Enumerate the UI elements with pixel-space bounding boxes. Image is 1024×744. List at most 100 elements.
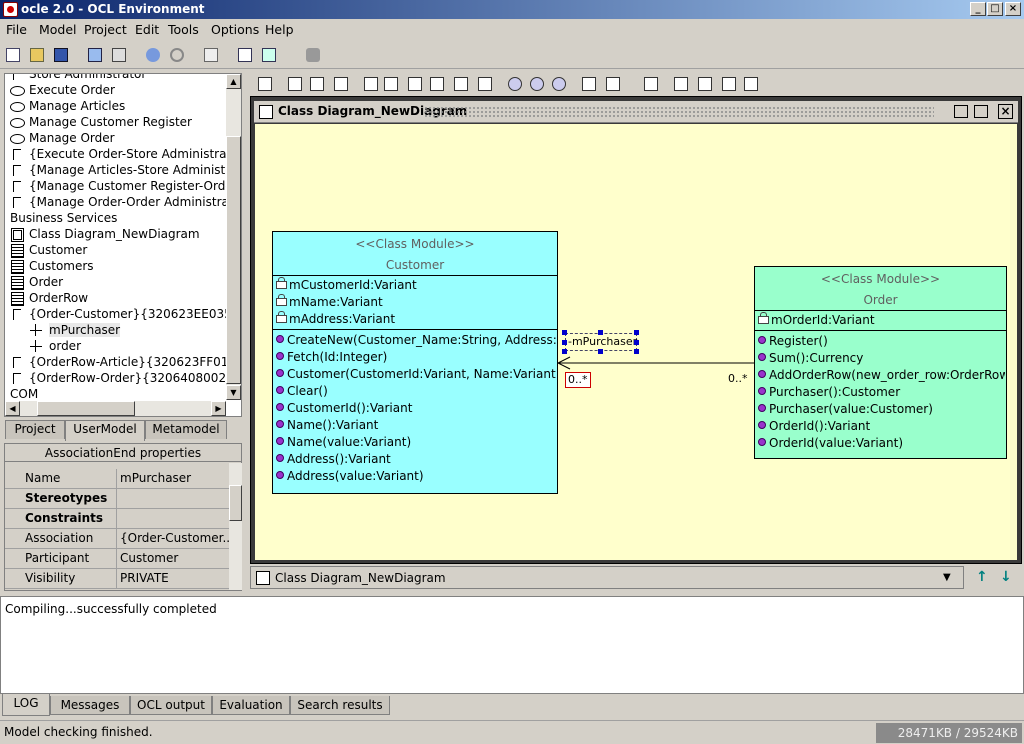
compile-button[interactable] [144, 46, 162, 64]
tree-item[interactable]: COM [10, 386, 38, 402]
selection-handle[interactable] [634, 340, 639, 345]
tree-item[interactable]: Business Services [10, 210, 117, 226]
new-project-button[interactable] [4, 46, 22, 64]
tab-evaluation[interactable]: Evaluation [212, 696, 290, 715]
class-operation[interactable]: Purchaser():Customer [758, 384, 1005, 401]
tab-messages[interactable]: Messages [50, 696, 130, 715]
tree-item[interactable]: {Manage Customer Register-Order... [10, 178, 241, 194]
class-operation[interactable]: Fetch(Id:Integer) [276, 349, 556, 366]
class-operation[interactable]: Name(value:Variant) [276, 434, 556, 451]
class-operation[interactable]: CreateNew(Customer_Name:String, Address:… [276, 332, 556, 349]
chevron-down-icon[interactable]: ▼ [943, 572, 951, 583]
property-row-constraints[interactable]: Constraints [5, 509, 229, 529]
tree-item[interactable]: Class Diagram_NewDiagram [10, 226, 200, 242]
properties-scrollbar[interactable] [229, 463, 242, 590]
order-class-box[interactable]: <<Class Module>> Order mOrderId:Variant … [754, 266, 1007, 459]
property-row-stereotypes[interactable]: Stereotypes [5, 489, 229, 509]
open-project-button[interactable] [28, 46, 46, 64]
close-model-button[interactable] [110, 46, 128, 64]
tree-item[interactable]: {Manage Order-Order Administrator} [10, 194, 241, 210]
menu-file[interactable]: File [6, 22, 27, 37]
multiplicity-customer-end[interactable]: 0..* [565, 372, 591, 388]
tree-item[interactable]: Customer [10, 242, 87, 258]
save-button[interactable] [52, 46, 70, 64]
scroll-down-icon[interactable]: ▼ [226, 385, 241, 400]
tree-item[interactable]: Manage Articles [10, 98, 125, 114]
customer-class-box[interactable]: <<Class Module>> Customer mCustomerId:Va… [272, 231, 558, 494]
database-button[interactable] [304, 46, 322, 64]
menu-options[interactable]: Options [211, 22, 260, 37]
align-left-button[interactable] [672, 75, 690, 93]
undo-button[interactable] [580, 75, 598, 93]
class-operation[interactable]: Register() [758, 333, 1005, 350]
check-button[interactable] [168, 46, 186, 64]
package-tool-button[interactable] [332, 75, 350, 93]
menu-tools[interactable]: Tools [168, 22, 199, 37]
generalization-tool-button[interactable] [382, 75, 400, 93]
dependency-tool-button[interactable] [406, 75, 424, 93]
tree-item[interactable]: {OrderRow-Order}{32064080029E} [10, 370, 241, 386]
close-diagram-icon[interactable]: × [998, 104, 1013, 119]
menu-model[interactable]: Model [39, 22, 77, 37]
restore-diagram-icon[interactable] [974, 105, 988, 118]
zoom-out-button[interactable] [528, 75, 546, 93]
properties-scroll-thumb[interactable] [229, 485, 242, 521]
selection-handle[interactable] [634, 330, 639, 335]
align-top-button[interactable] [720, 75, 738, 93]
class-operation[interactable]: Address(value:Variant) [276, 468, 556, 485]
class-operation[interactable]: Sum():Currency [758, 350, 1005, 367]
class-operation[interactable]: OrderId(value:Variant) [758, 435, 1005, 452]
tree-item[interactable]: OrderRow [10, 290, 88, 306]
diagram-canvas[interactable]: <<Class Module>> Customer mCustomerId:Va… [255, 124, 1017, 560]
selection-handle[interactable] [634, 349, 639, 354]
tree-item[interactable]: {Order-Customer}{320623EE0352} [10, 306, 241, 322]
tree-item[interactable]: {Execute Order-Store Administrator} [10, 146, 241, 162]
class-operation[interactable]: CustomerId():Variant [276, 400, 556, 417]
minimize-button[interactable]: _ [970, 2, 986, 16]
redo-button[interactable] [604, 75, 622, 93]
tree-item[interactable]: Customers [10, 258, 94, 274]
tree-item[interactable]: order [30, 338, 81, 354]
menu-help[interactable]: Help [265, 22, 294, 37]
tab-metamodel[interactable]: Metamodel [145, 420, 227, 439]
edit-diagram-button[interactable] [260, 46, 278, 64]
tab-ocl-output[interactable]: OCL output [130, 696, 212, 715]
maximize-button[interactable]: □ [987, 2, 1003, 16]
selection-handle[interactable] [562, 349, 567, 354]
minimize-diagram-icon[interactable] [954, 105, 968, 118]
arrow-down-icon[interactable]: ↓ [1000, 569, 1012, 585]
multiplicity-order-end[interactable]: 0..* [728, 372, 748, 385]
interface-tool-button[interactable] [308, 75, 326, 93]
selection-handle[interactable] [598, 330, 603, 335]
zoom-fit-button[interactable] [550, 75, 568, 93]
scroll-left-icon[interactable]: ◀ [5, 401, 20, 416]
close-button[interactable]: × [1005, 2, 1021, 16]
diagram-selector[interactable]: Class Diagram_NewDiagram ▼ [250, 566, 964, 589]
align-right-button[interactable] [696, 75, 714, 93]
align-bottom-button[interactable] [742, 75, 760, 93]
property-row-association[interactable]: Association{Order-Customer... [5, 529, 229, 549]
tab-log[interactable]: LOG [2, 694, 50, 716]
anchor-tool-button[interactable] [452, 75, 470, 93]
selection-handle[interactable] [562, 340, 567, 345]
arrow-up-icon[interactable]: ↑ [976, 569, 988, 585]
zoom-in-button[interactable] [506, 75, 524, 93]
link-tool-button[interactable] [476, 75, 494, 93]
tree-item[interactable]: Manage Customer Register [10, 114, 192, 130]
class-operation[interactable]: AddOrderRow(new_order_row:OrderRow) [758, 367, 1005, 384]
association-tool-button[interactable] [362, 75, 380, 93]
tab-project[interactable]: Project [5, 420, 65, 439]
hscroll-thumb[interactable] [37, 401, 135, 416]
new-diagram-button[interactable] [236, 46, 254, 64]
scroll-thumb[interactable] [226, 136, 241, 384]
tree-item[interactable]: Order [10, 274, 63, 290]
class-operation[interactable]: Customer(CustomerId:Variant, Name:Varian… [276, 366, 556, 383]
tree-item[interactable]: Execute Order [10, 82, 115, 98]
scroll-up-icon[interactable]: ▲ [226, 74, 241, 89]
selection-handle[interactable] [598, 349, 603, 354]
tree-horizontal-scrollbar[interactable]: ◀ ▶ [5, 401, 226, 416]
class-operation[interactable]: Name():Variant [276, 417, 556, 434]
